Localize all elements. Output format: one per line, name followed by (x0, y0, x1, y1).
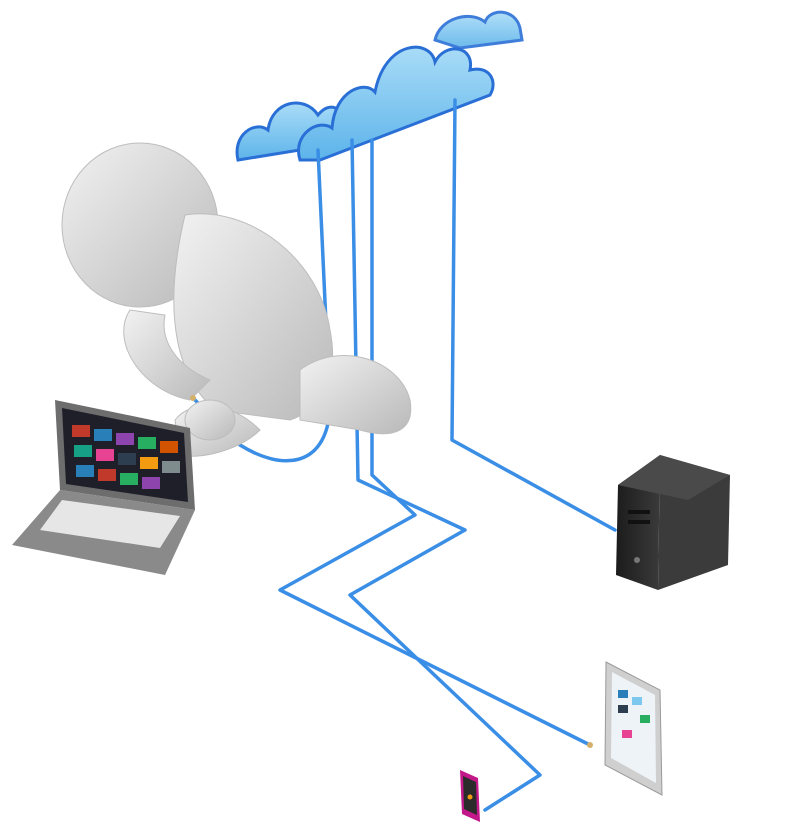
tablet-tile (618, 690, 628, 698)
tower-power-button (634, 557, 640, 563)
laptop-icon (12, 400, 195, 575)
figure-arm (123, 309, 211, 401)
figure-leg (299, 355, 412, 435)
tablet-tile (640, 715, 650, 723)
tablet-tile (632, 697, 642, 705)
tower-top (618, 455, 730, 500)
connector-laptop (190, 395, 196, 401)
tablet-icon (604, 661, 663, 796)
phone-accent (467, 794, 473, 800)
laptop-tiles (72, 425, 180, 489)
tower-drive-bay (628, 510, 650, 514)
figure-hand (184, 399, 236, 441)
desktop-tower-icon (616, 455, 730, 590)
cable-connectors (190, 395, 593, 748)
cable-tablet (278, 138, 592, 747)
tablet-tile (622, 730, 632, 738)
tablet-tile (618, 705, 628, 713)
connector-tablet (587, 742, 593, 748)
tower-drive-bay (628, 520, 650, 524)
cable-phone (348, 138, 542, 812)
smartphone-icon (460, 770, 480, 822)
cloud-icon (433, 10, 524, 50)
network-cables (193, 98, 617, 812)
cloud-group (235, 10, 524, 162)
tablet-screen (611, 672, 656, 783)
cloud-icon (297, 45, 495, 162)
kneeling-figure (61, 142, 412, 457)
laptop-keyboard (40, 500, 180, 548)
cable-tower (450, 98, 617, 532)
